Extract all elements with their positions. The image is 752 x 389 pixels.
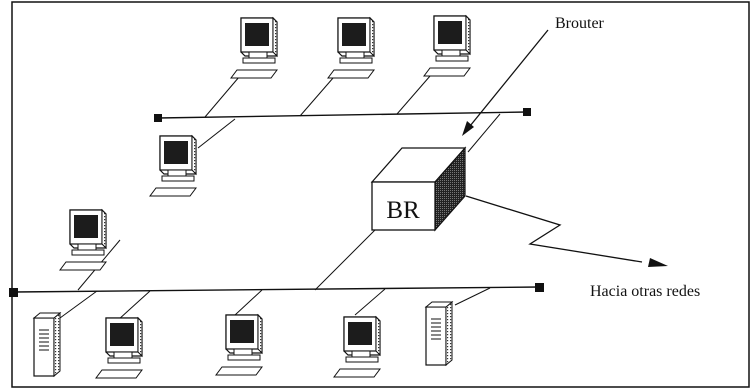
lower-backbone-terminator-right xyxy=(535,283,544,292)
computer-icon xyxy=(230,17,278,79)
upper-backbone-line xyxy=(157,111,528,119)
computer-icon xyxy=(59,209,107,271)
brouter-upper-link xyxy=(467,113,501,153)
brouter-label: Brouter xyxy=(555,15,605,32)
drop-line xyxy=(354,288,386,316)
lower-backbone-line xyxy=(13,286,541,293)
computer-icon xyxy=(215,314,263,376)
computer-icon xyxy=(333,316,381,378)
diagram-frame xyxy=(11,1,750,388)
brouter-pointer-arrowhead xyxy=(462,121,474,136)
drop-line xyxy=(117,290,151,321)
brouter-box-icon xyxy=(370,146,467,232)
drop-line xyxy=(197,118,236,149)
computer-icon xyxy=(423,15,471,77)
drop-line xyxy=(234,289,263,316)
wan-link-arrowhead xyxy=(648,258,668,267)
brouter-box-label: BR xyxy=(386,197,420,224)
brouter-lower-link xyxy=(314,224,381,291)
server-tower-icon xyxy=(33,312,61,377)
server-tower-icon xyxy=(425,301,453,366)
brouter-pointer-line xyxy=(469,29,549,127)
computer-icon xyxy=(95,317,143,379)
wan-link-line xyxy=(465,195,643,263)
drop-line xyxy=(59,290,98,319)
computer-icon xyxy=(149,135,197,197)
lower-backbone-terminator-left xyxy=(9,288,18,297)
upper-backbone-terminator-left xyxy=(154,114,162,122)
computer-icon xyxy=(327,17,375,79)
upper-backbone-terminator-right xyxy=(523,108,531,116)
other-networks-label: Hacia otras redes xyxy=(590,283,700,300)
drop-line xyxy=(454,287,491,306)
